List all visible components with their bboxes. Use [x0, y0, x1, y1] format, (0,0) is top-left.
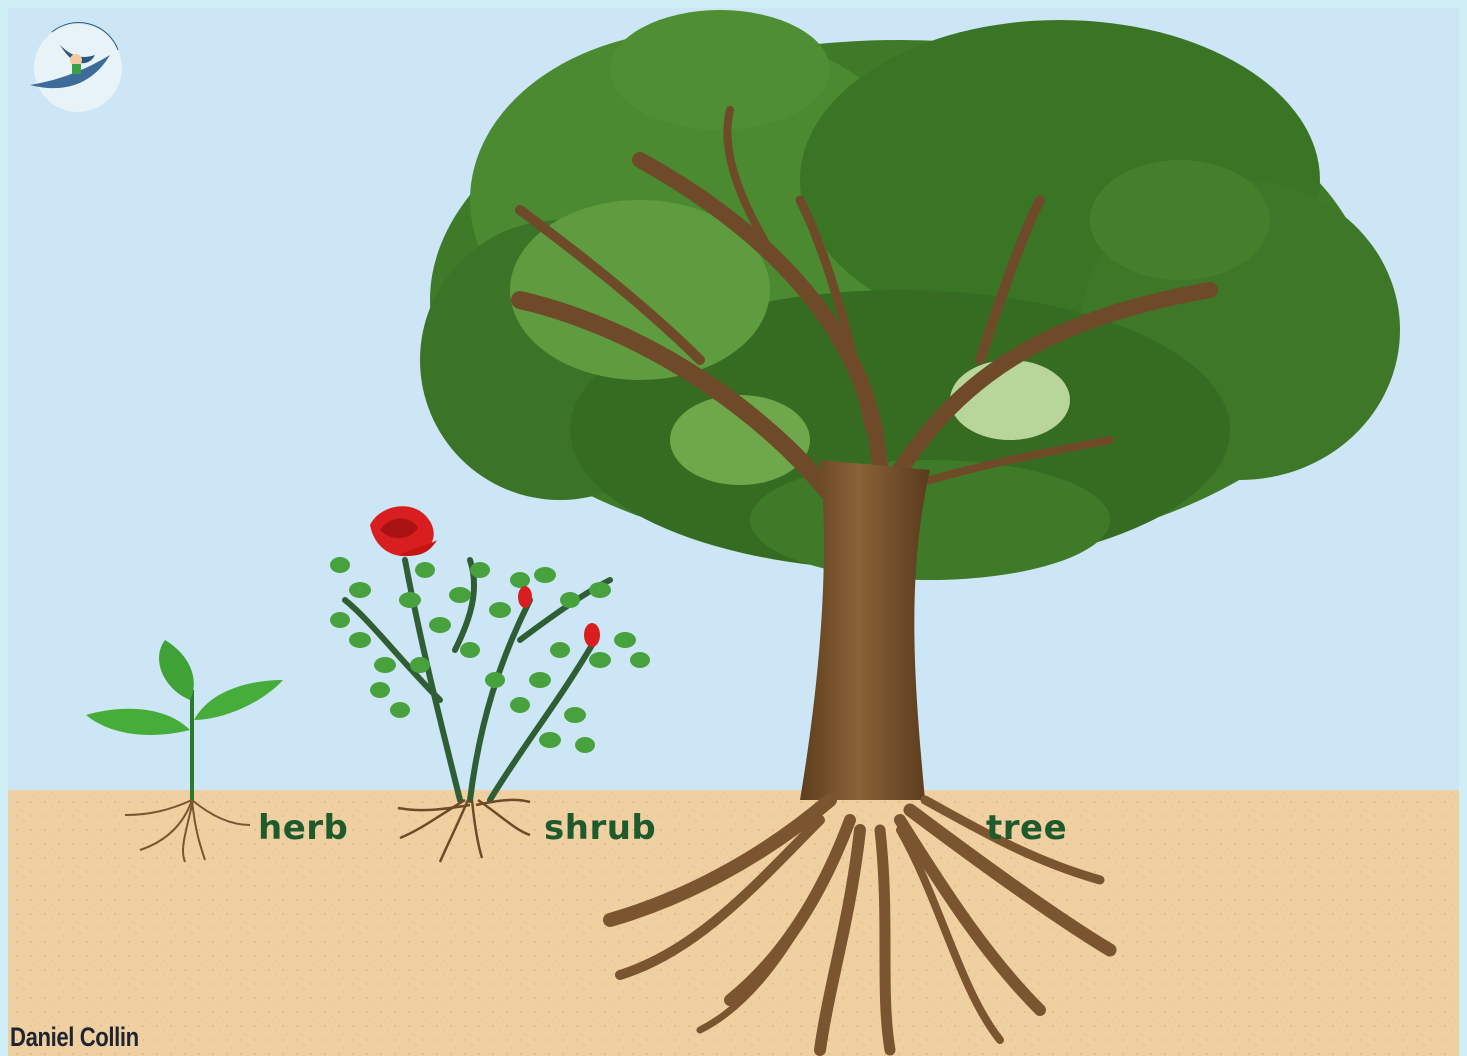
author-credit: Daniel Collin [10, 1022, 139, 1053]
herb-label: herb [258, 808, 348, 848]
shrub-label: shrub [544, 808, 656, 848]
rose-bud [518, 586, 532, 608]
ground [8, 790, 1459, 1056]
rose-bud [584, 623, 600, 647]
tree-label: tree [986, 808, 1067, 848]
